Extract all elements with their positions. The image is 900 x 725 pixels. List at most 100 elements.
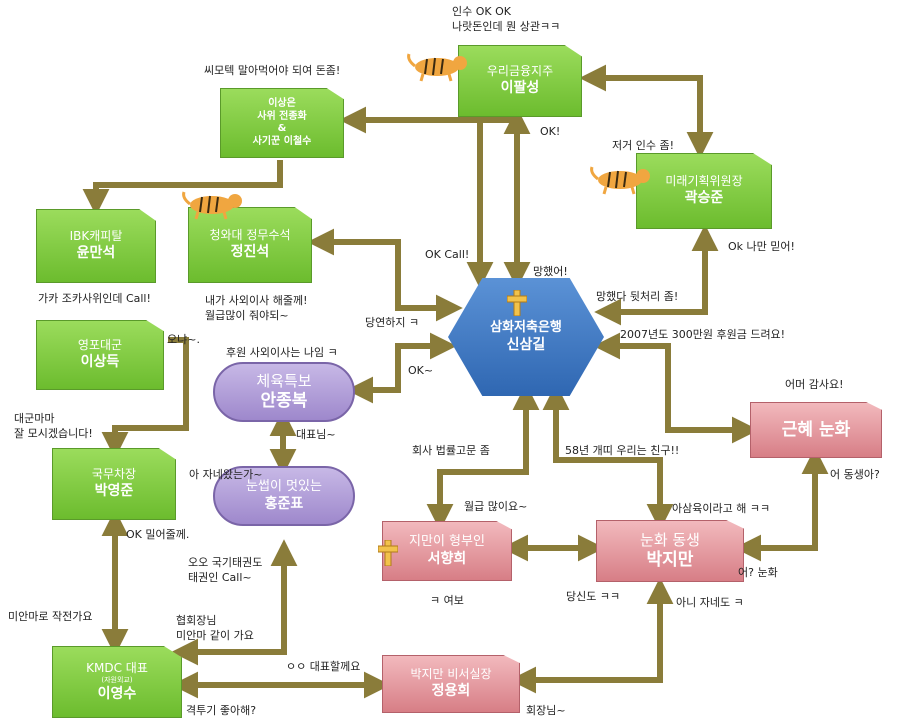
node-center-sub: 삼화저축은행: [490, 319, 562, 335]
label-no-you: 아니 자네도 ㅋ: [676, 596, 744, 609]
arrow-center-sibling: [542, 383, 674, 531]
arrow-sangeun-ibk: [82, 160, 283, 216]
label-of-course: 당연하지 ㅋ: [365, 316, 420, 329]
cross-icon: [378, 540, 398, 566]
label-cleanup: 망했다 뒷처리 좀!: [596, 290, 679, 303]
label-assoc: 협회장님 미안마 같이 가요: [176, 614, 254, 644]
node-sangeun-line-1: 이상은: [268, 98, 296, 109]
node-mirae: 미래기획위원장 곽승준: [636, 153, 772, 229]
label-mother: 어머 감사요!: [785, 378, 844, 391]
label-ok-call: OK Call!: [425, 248, 470, 261]
node-cheongwadae-main: 정진석: [230, 244, 270, 261]
label-you-too: 당신도 ㅋㅋ: [566, 590, 621, 603]
node-yeongpo: 영포대군 이상득: [36, 320, 164, 390]
label-takeover-please: 저거 인수 좀!: [612, 139, 675, 152]
arrow-yeongpo-gukmu: [101, 337, 189, 459]
arrow-geunhye-center: [593, 332, 759, 444]
label-daegun-line-2: 잘 모시겠습니다!: [14, 426, 93, 440]
node-wooribank: 우리금융지주 이팔성: [458, 45, 582, 117]
label-brother: 어 동생아?: [830, 468, 880, 481]
arrow-sangeun-center: [345, 117, 494, 289]
arrow-sibling-geunhye: [734, 447, 829, 562]
label-ok2: OK~: [408, 364, 434, 377]
label-taekwondo: 오오 국기태권도 태권인 Call~: [188, 556, 262, 586]
node-gukmu-main: 박영준: [94, 483, 134, 500]
label-represent: ㅇㅇ 대표할께요: [286, 660, 361, 673]
node-jimani-main: 서향희: [427, 551, 467, 568]
label-ok-please: OK 밀어줄께.: [126, 528, 190, 541]
node-center-main: 신삼길: [506, 337, 546, 354]
label-daegun-line-1: 대군마마: [14, 412, 55, 425]
label-taekwondo-line-2: 태권인 Call~: [188, 570, 252, 584]
node-gukmu-sub: 국무차장: [91, 467, 137, 482]
node-sports-main: 안종복: [260, 391, 308, 412]
node-cheongwadae: 청와대 정무수석 정진석: [188, 207, 312, 283]
label-takeover-line-2: 나랏돈인데 뭔 상관ㅋㅋ: [452, 19, 561, 33]
node-yeongpo-sub: 영포대군: [77, 338, 123, 353]
label-takeover-line-1: 인수 OK OK: [452, 5, 511, 18]
label-daegun: 대군마마 잘 모시겠습니다!: [14, 412, 93, 442]
label-assoc-line-1: 협회장님: [176, 614, 217, 627]
node-cheongwadae-sub: 청와대 정무수석: [209, 228, 291, 243]
node-ibk: IBK캐피탈 윤만석: [36, 209, 156, 283]
node-sangeun: 이상은 사위 전종화 & 사기꾼 이철수: [220, 88, 344, 158]
node-yeongpo-main: 이상득: [80, 354, 120, 371]
label-friends: 58년 개띠 우리는 친구!!: [565, 444, 680, 457]
node-eyebrow-main: 홍준표: [264, 496, 304, 513]
tiger-icon: [590, 166, 650, 195]
node-ibk-main: 윤만석: [76, 245, 116, 262]
arrow-wooribank-mirae: [579, 64, 714, 159]
node-sibling: 눈화 동생 박지만: [596, 520, 744, 582]
label-ok1: OK!: [540, 125, 561, 138]
tiger-icon: [182, 191, 242, 220]
label-ceo: 대표님~: [296, 428, 336, 441]
label-sorry: 미안마로 작전가요: [8, 610, 93, 623]
label-donation: 2007년도 300만원 후원금 드려요!: [620, 328, 786, 341]
label-ona: 오냐~.: [167, 333, 200, 346]
label-salary: 월급 많이요~: [464, 500, 528, 513]
label-son-in-law-line-2: 월급많이 줘야되~: [205, 308, 289, 322]
node-mirae-main: 곽승준: [684, 190, 724, 207]
arrow-cheongwadae-center: [307, 228, 463, 322]
node-sibling-main: 박지만: [646, 550, 694, 571]
node-kmdc-small: (자원외교): [101, 676, 133, 685]
node-secretary-main: 정용희: [431, 683, 471, 700]
arrow-center-jimani: [426, 383, 540, 531]
node-kmdc: KMDC 대표 (자원외교) 이영수: [52, 646, 182, 718]
arrow-sports-center: [346, 332, 457, 404]
node-geunhye-main: 근혜 눈화: [781, 419, 851, 440]
label-fight: 격투기 좋아해?: [186, 704, 257, 717]
node-sibling-sub: 눈화 동생: [640, 530, 700, 549]
node-gukmu: 국무차장 박영준: [52, 448, 176, 520]
label-son-in-law: 내가 사외이사 해줄께! 월급많이 줘야되~: [205, 294, 307, 324]
label-noona: 어? 눈화: [738, 566, 778, 579]
node-kmdc-sub: KMDC 대표: [86, 661, 148, 676]
node-ibk-sub: IBK캐피탈: [69, 229, 123, 244]
arrow-secretary-sibling: [509, 577, 674, 694]
tiger-icon: [407, 53, 467, 82]
node-jimani-sub: 지만이 형부인: [409, 533, 485, 549]
label-cement: 씨모텍 말아먹어야 되여 돈좀!: [204, 64, 341, 77]
node-sangeun-line-2: 사위 전종화: [257, 110, 307, 122]
label-honey: ㅋ 여보: [430, 594, 464, 607]
node-geunhye: 근혜 눈화: [750, 402, 882, 458]
arrow-mirae-center: [594, 224, 719, 326]
node-kmdc-main: 이영수: [97, 685, 137, 702]
node-sports: 체육특보 안종복: [213, 362, 355, 422]
node-wooribank-sub: 우리금융지주: [486, 64, 554, 79]
label-takeover: 인수 OK OK 나랏돈인데 뭔 상관ㅋㅋ: [452, 5, 560, 35]
label-trust: Ok 나만 믿어!: [728, 240, 795, 253]
node-eyebrow-sub: 눈썹이 멋있는: [246, 478, 322, 494]
node-wooribank-main: 이팔성: [500, 80, 540, 97]
node-sangeun-line-3: &: [277, 123, 287, 134]
node-sangeun-line-4: 사기꾼 이철수: [252, 135, 312, 147]
label-legal: 회사 법률고문 좀: [412, 444, 490, 457]
label-taekwondo-line-1: 오오 국기태권도: [188, 556, 263, 569]
node-secretary-sub: 박지만 비서실장: [410, 667, 492, 682]
label-son-in-law-line-1: 내가 사외이사 해줄께!: [205, 294, 308, 307]
node-eyebrow: 눈썹이 멋있는 홍준표: [213, 466, 355, 526]
label-later-me: 후원 사외이사는 나임 ㅋ: [226, 346, 338, 359]
label-meth: 아삼육이라고 해 ㅋㅋ: [672, 502, 771, 515]
node-mirae-sub: 미래기획위원장: [665, 174, 743, 189]
